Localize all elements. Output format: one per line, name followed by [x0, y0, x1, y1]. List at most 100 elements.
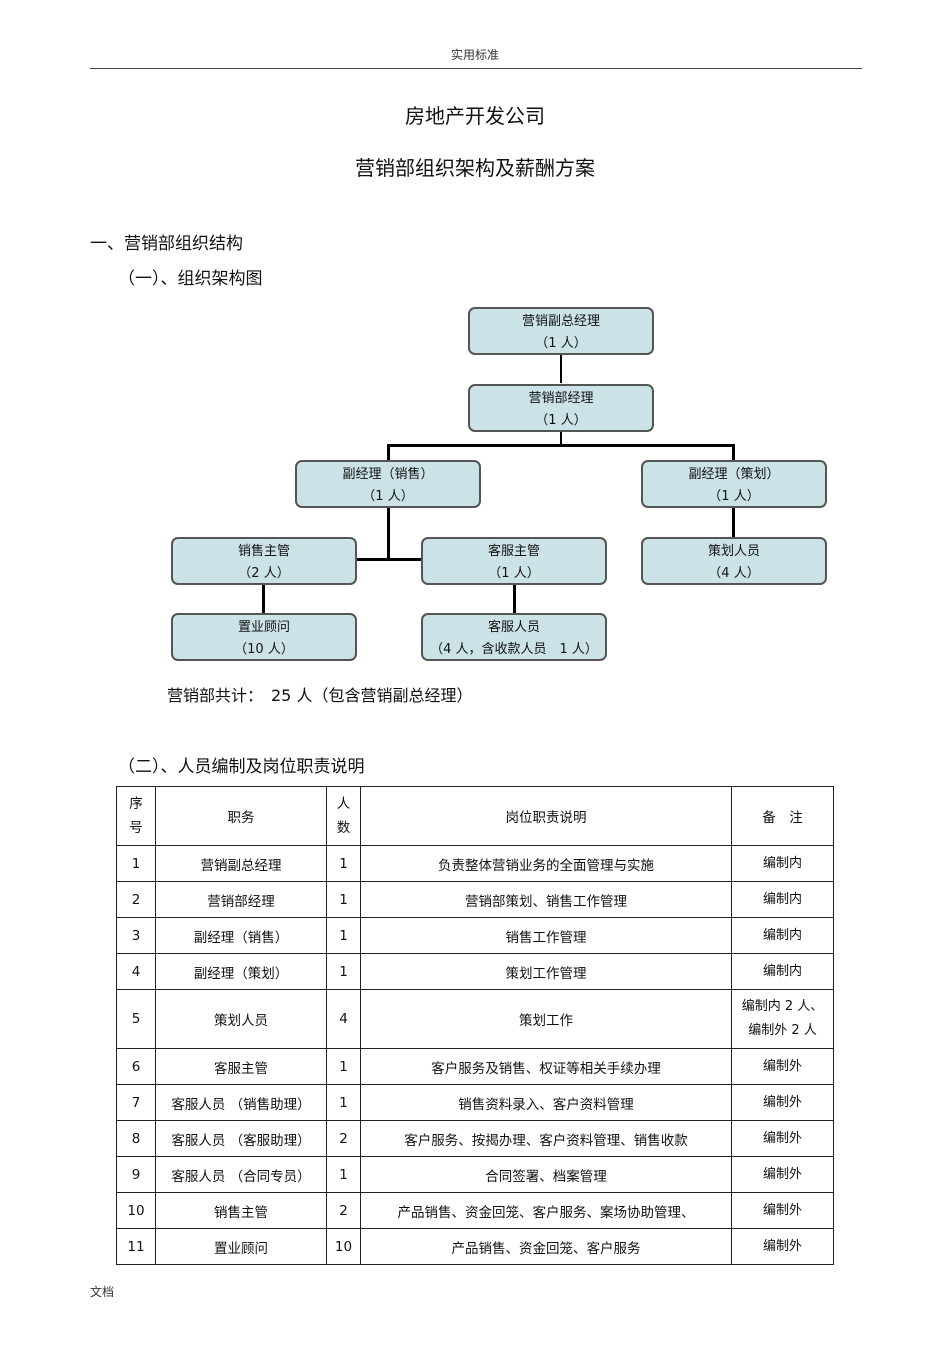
org-node-count: （1 人） — [362, 489, 414, 504]
cell-position: 策划人员 — [155, 989, 327, 1049]
col-header-position: 职务 — [155, 786, 327, 846]
org-node-name: 置业顾问 — [237, 620, 290, 635]
col-header-note: 备 注 — [731, 786, 834, 846]
cell-no: 6 — [116, 1048, 156, 1085]
doc-title-company: 房地产开发公司 — [405, 104, 545, 128]
cell-note: 编制内 2 人、 编制外 2 人 — [731, 989, 834, 1049]
org-node-name: 副经理（销售） — [342, 467, 434, 482]
table-header-row: 序 号 职务 人 数 岗位职责说明 备 注 — [116, 786, 834, 846]
cell-note: 编制内 — [731, 917, 834, 954]
cell-no: 10 — [116, 1192, 156, 1229]
org-node-name: 销售主管 — [237, 544, 290, 559]
connector — [356, 558, 422, 561]
subsection-heading-staffing: （二）、人员编制及岗位职责说明 — [118, 757, 365, 777]
cell-note: 编制外 — [731, 1156, 834, 1193]
org-total-headcount: 营销部共计： 25 人（包含营销副总经理） — [167, 686, 473, 705]
cell-duty: 客户服务、按揭办理、客户资料管理、销售收款 — [360, 1120, 732, 1157]
cell-duty: 客户服务及销售、权证等相关手续办理 — [360, 1048, 732, 1085]
org-node-sales-consultants: 置业顾问 （10 人） — [171, 613, 357, 661]
col-header-no: 序 号 — [116, 786, 156, 846]
cell-position: 客服人员 （合同专员） — [155, 1156, 327, 1193]
cell-count: 2 — [326, 1192, 361, 1229]
header-divider — [90, 68, 862, 69]
cell-position: 客服人员 （客服助理） — [155, 1120, 327, 1157]
org-node-name: 策划人员 — [707, 544, 760, 559]
cell-no: 8 — [116, 1120, 156, 1157]
org-node-count: （4 人） — [708, 566, 760, 581]
cell-count: 4 — [326, 989, 361, 1049]
org-node-deputy-sales: 副经理（销售） （1 人） — [295, 460, 481, 508]
cell-note: 编制外 — [731, 1048, 834, 1085]
cell-position: 营销副总经理 — [155, 845, 327, 882]
org-node-name: 营销部经理 — [528, 391, 594, 406]
org-node-count: （1 人） — [488, 566, 540, 581]
org-node-name: 客服主管 — [487, 544, 540, 559]
org-node-count: （1 人） — [535, 413, 587, 428]
org-node-marketing-manager: 营销部经理 （1 人） — [468, 384, 654, 432]
col-header-count: 人 数 — [326, 786, 361, 846]
cell-position: 副经理（销售） — [155, 917, 327, 954]
cell-position: 副经理（策划） — [155, 953, 327, 990]
connector — [560, 432, 562, 446]
cell-no: 5 — [116, 989, 156, 1049]
doc-title-main: 营销部组织架构及薪酬方案 — [355, 156, 595, 180]
cell-duty: 策划工作管理 — [360, 953, 732, 990]
cell-position: 客服人员 （销售助理） — [155, 1084, 327, 1121]
cell-position: 销售主管 — [155, 1192, 327, 1229]
cell-no: 11 — [116, 1228, 156, 1265]
connector — [732, 508, 735, 537]
cell-count: 1 — [326, 1048, 361, 1085]
cell-duty: 负责整体营销业务的全面管理与实施 — [360, 845, 732, 882]
cell-note: 编制外 — [731, 1192, 834, 1229]
org-node-name: 副经理（策划） — [688, 467, 780, 482]
cell-no: 9 — [116, 1156, 156, 1193]
cell-position: 客服主管 — [155, 1048, 327, 1085]
org-node-count: （1 人） — [535, 336, 587, 351]
cell-note: 编制内 — [731, 881, 834, 918]
cell-note: 编制外 — [731, 1120, 834, 1157]
cell-position: 置业顾问 — [155, 1228, 327, 1265]
connector — [387, 444, 390, 460]
org-node-count: （10 人） — [234, 642, 294, 657]
cell-count: 1 — [326, 1084, 361, 1121]
cell-count: 2 — [326, 1120, 361, 1157]
cell-note: 编制外 — [731, 1084, 834, 1121]
cell-no: 4 — [116, 953, 156, 990]
connector — [513, 584, 516, 613]
org-node-count: （1 人） — [708, 489, 760, 504]
cell-duty: 产品销售、资金回笼、客户服务 — [360, 1228, 732, 1265]
cell-count: 1 — [326, 881, 361, 918]
org-node-sales-supervisor: 销售主管 （2 人） — [171, 537, 357, 585]
header-text: 实用标准 — [450, 48, 499, 62]
cell-duty: 销售资料录入、客户资料管理 — [360, 1084, 732, 1121]
page-footer: 文档 — [90, 1285, 115, 1299]
cell-count: 1 — [326, 953, 361, 990]
org-node-count: （2 人） — [238, 566, 290, 581]
org-node-name: 客服人员 — [487, 620, 540, 635]
org-node-deputy-planning: 副经理（策划） （1 人） — [641, 460, 827, 508]
cell-duty: 销售工作管理 — [360, 917, 732, 954]
cell-no: 1 — [116, 845, 156, 882]
connector — [732, 444, 735, 460]
org-node-vp-marketing: 营销副总经理 （1 人） — [468, 307, 654, 355]
cell-no: 2 — [116, 881, 156, 918]
cell-count: 1 — [326, 1156, 361, 1193]
subsection-heading-org-chart: （一）、组织架构图 — [118, 269, 263, 289]
cell-count: 10 — [326, 1228, 361, 1265]
org-node-name: 营销副总经理 — [521, 314, 600, 329]
connector — [387, 444, 735, 447]
section-heading-1: 一、营销部组织结构 — [90, 234, 243, 254]
cell-note: 编制外 — [731, 1228, 834, 1265]
connector — [560, 355, 562, 383]
